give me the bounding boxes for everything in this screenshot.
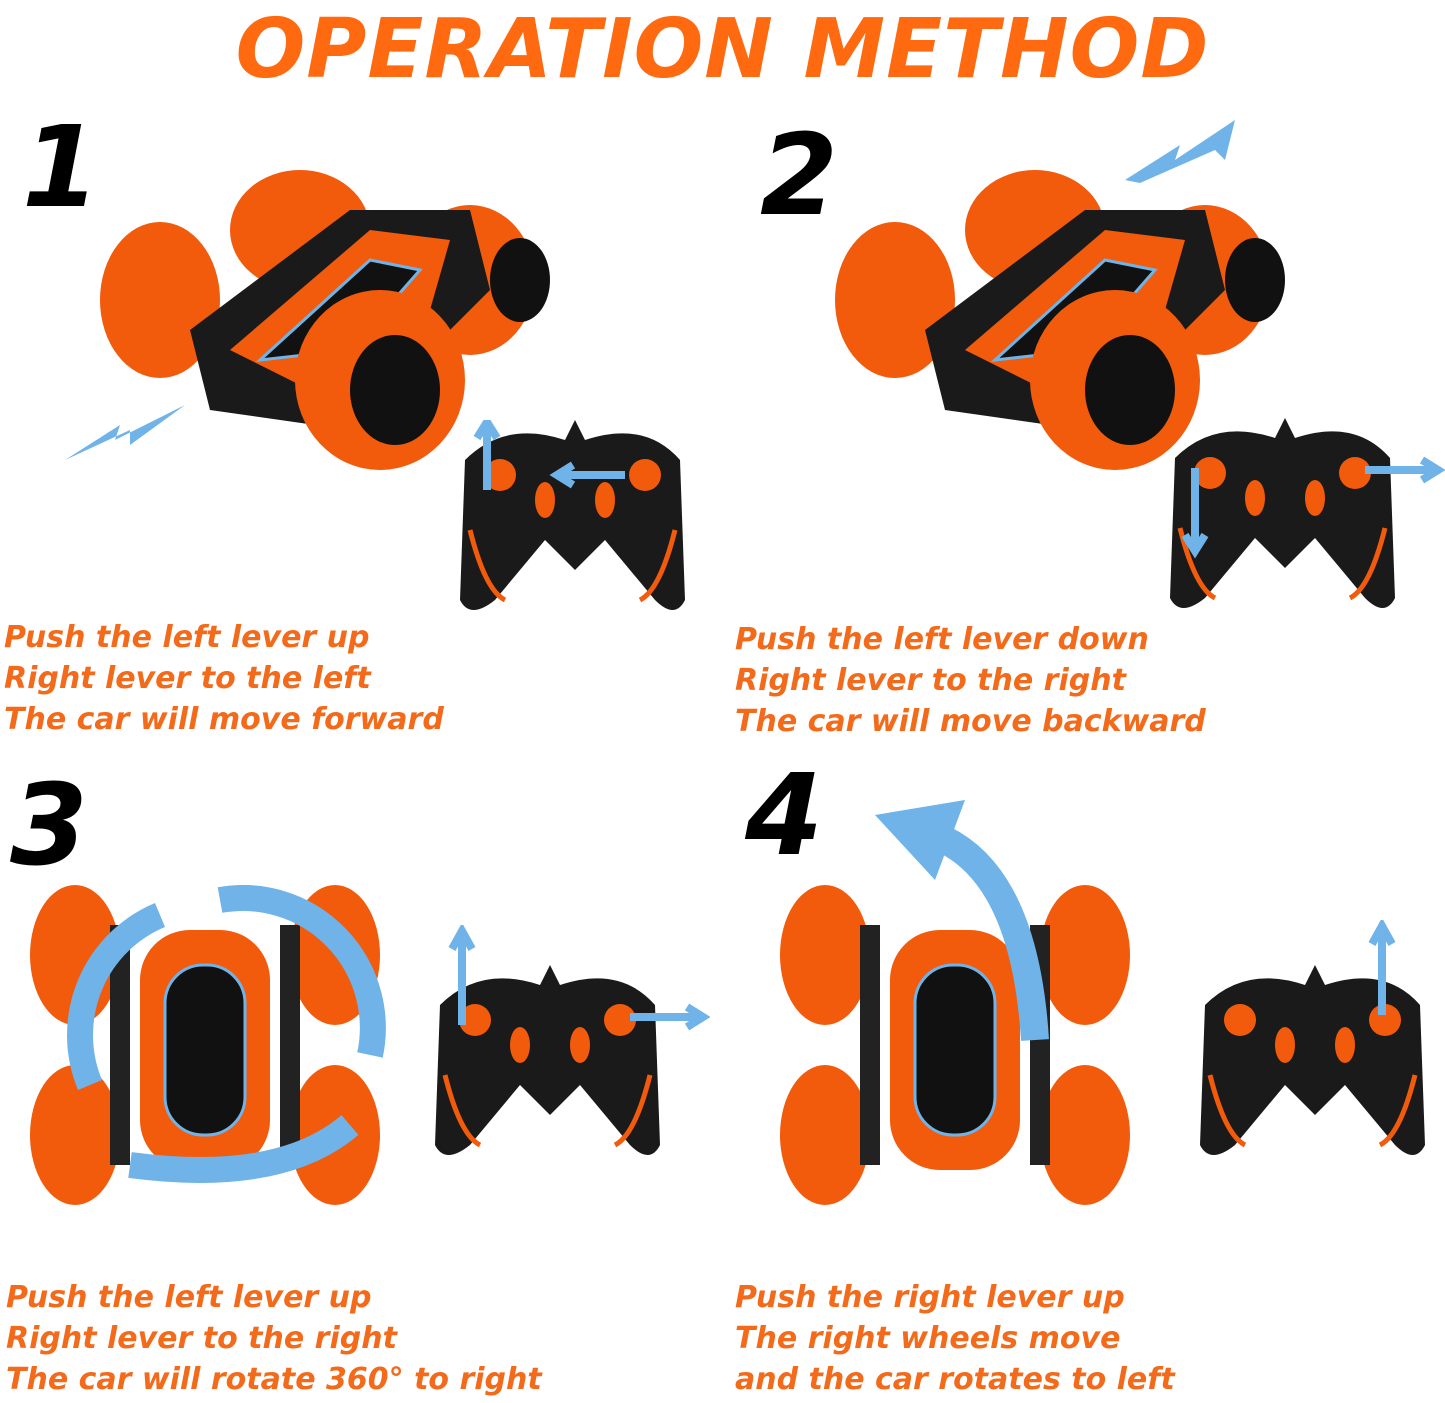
step-4-number: 4: [745, 751, 823, 881]
step-2-backward-arrow-icon: [1125, 120, 1235, 183]
step-1-number: 1: [22, 103, 100, 233]
caption-line: Right lever to the right: [6, 1321, 397, 1356]
caption-line: The car will rotate 360° to right: [6, 1362, 542, 1397]
step-4-controller-image: [1185, 920, 1425, 1170]
caption-line: Push the left lever down: [735, 622, 1149, 657]
step-3-caption: Push the left lever up Right lever to th…: [6, 1277, 542, 1400]
step-2-caption: Push the left lever down Right lever to …: [735, 619, 1206, 742]
caption-line: Right lever to the left: [4, 661, 371, 696]
caption-line: Push the right lever up: [735, 1280, 1125, 1315]
caption-line: Right lever to the right: [735, 663, 1126, 698]
step-4-rotate-left-arrow-icon: [875, 800, 1049, 1041]
caption-line: The right wheels move: [735, 1321, 1121, 1356]
caption-line: Push the left lever up: [4, 620, 370, 655]
step-3-car-image: [28, 885, 386, 1207]
step-4-caption: Push the right lever up The right wheels…: [735, 1277, 1175, 1400]
step-1-controller-image: [445, 420, 695, 630]
step-3-number: 3: [10, 761, 88, 891]
step-2-controller-image: [1155, 418, 1445, 628]
step-3-controller-image: [420, 925, 710, 1170]
step-1-caption: Push the left lever up Right lever to th…: [4, 617, 444, 740]
page-title: OPERATION METHOD: [235, 2, 1210, 97]
caption-line: The car will move forward: [4, 702, 444, 737]
caption-line: The car will move backward: [735, 704, 1206, 739]
caption-line: Push the left lever up: [6, 1280, 372, 1315]
caption-line: and the car rotates to left: [735, 1362, 1175, 1397]
step-2-number: 2: [760, 111, 838, 241]
step-1-forward-arrow-icon: [65, 405, 185, 460]
